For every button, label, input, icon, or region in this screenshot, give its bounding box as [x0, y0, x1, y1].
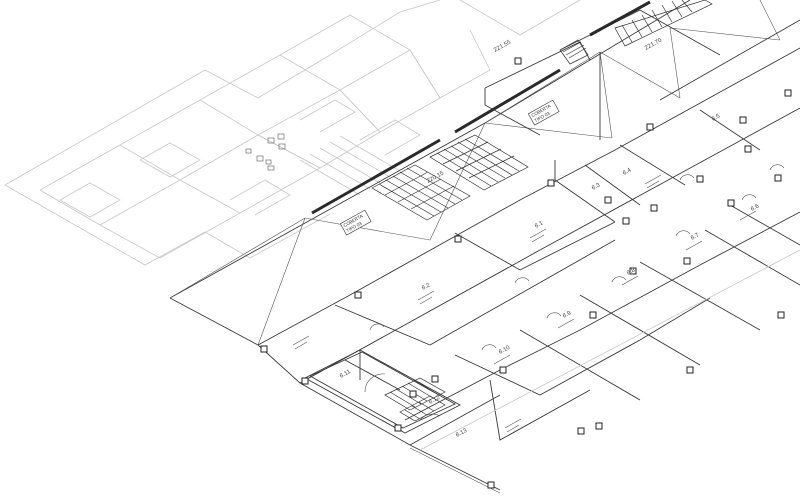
stair-core [304, 349, 461, 434]
skylight-grate-1 [371, 164, 471, 221]
heavy-walls [311, 0, 651, 215]
equipment-symbols [245, 133, 286, 171]
door-swings [369, 164, 785, 351]
room-label: 6.3 [591, 182, 602, 192]
room-label: 6.10 [498, 345, 512, 356]
room-labels: 6.1 6.2 6.3 6.4 6.5 6.6 6.7 6.8 6.9 6.10… [339, 113, 761, 439]
room-label: 6.4 [622, 167, 633, 177]
skylight-grate-3 [614, 0, 713, 47]
elevation-label: 221.70 [644, 37, 664, 51]
room-label: 6.13 [455, 428, 469, 439]
room-sublabels [292, 174, 757, 433]
room-label: 6.11 [339, 369, 352, 380]
room-label: 6.12 [428, 395, 442, 406]
roof-outline [169, 0, 800, 346]
floor-rooms [257, 47, 800, 494]
room-label: 6.2 [421, 282, 432, 292]
room-label: 6.9 [562, 310, 573, 320]
room-label: 6.1 [534, 220, 545, 230]
room-label: 6.7 [690, 232, 701, 242]
structural-columns [260, 57, 792, 489]
roof-tag: COBERTA TIPO 03 [527, 99, 560, 126]
elevation-label: 221.55 [493, 39, 513, 53]
roof-tag: COBERTA TIPO 03 [339, 209, 372, 236]
skylight-grate-2 [429, 134, 529, 191]
room-label: 6.5 [711, 113, 722, 123]
elevation-label: 220.15 [426, 170, 446, 184]
room-label: 6.8 [626, 267, 637, 277]
room-label: 6.6 [750, 203, 761, 213]
stair-small-top [559, 39, 589, 65]
adjacent-building-faint [4, 0, 581, 266]
